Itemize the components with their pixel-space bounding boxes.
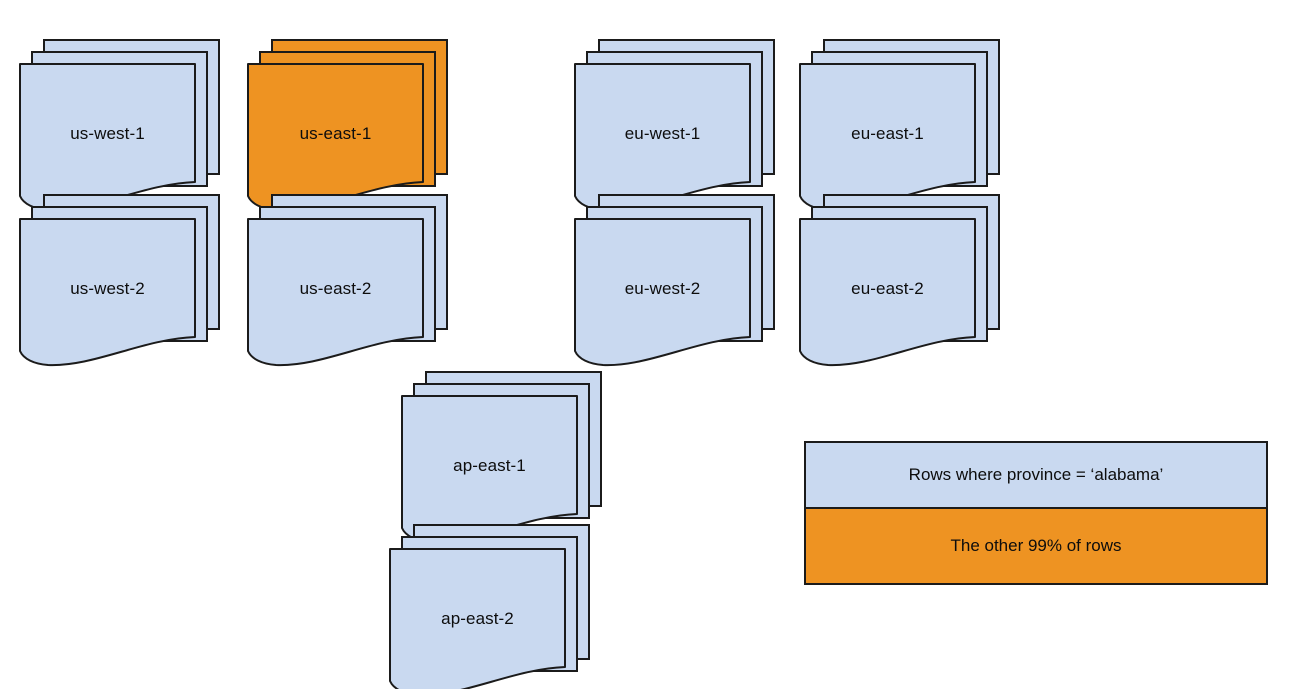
document-card (247, 63, 424, 212)
region-stack-eu-west-1[interactable]: eu-west-1 (574, 39, 785, 212)
legend-row-blue: Rows where province = ‘alabama’ (806, 443, 1266, 509)
document-stack-icon (247, 39, 448, 212)
region-stack-us-west-1[interactable]: us-west-1 (19, 39, 230, 212)
document-stack-icon (799, 39, 1000, 212)
document-stack-icon (19, 194, 220, 367)
document-stack-icon (19, 39, 220, 212)
document-card (799, 218, 976, 367)
document-card (574, 218, 751, 367)
document-stack-icon (389, 524, 590, 689)
region-stack-us-east-1[interactable]: us-east-1 (247, 39, 458, 212)
document-card (19, 218, 196, 367)
document-card (574, 63, 751, 212)
region-stack-ap-east-2[interactable]: ap-east-2 (389, 524, 600, 689)
region-stack-ap-east-1[interactable]: ap-east-1 (401, 371, 612, 544)
document-card (389, 548, 566, 689)
document-card (799, 63, 976, 212)
region-stack-us-west-2[interactable]: us-west-2 (19, 194, 230, 367)
legend-row-orange: The other 99% of rows (806, 509, 1266, 583)
region-stack-us-east-2[interactable]: us-east-2 (247, 194, 458, 367)
legend: Rows where province = ‘alabama’ The othe… (804, 441, 1268, 585)
document-stack-icon (574, 39, 775, 212)
document-stack-icon (401, 371, 602, 544)
region-stack-eu-east-1[interactable]: eu-east-1 (799, 39, 1010, 212)
document-stack-icon (799, 194, 1000, 367)
document-card (401, 395, 578, 544)
document-stack-icon (574, 194, 775, 367)
region-stack-eu-east-2[interactable]: eu-east-2 (799, 194, 1010, 367)
region-stack-eu-west-2[interactable]: eu-west-2 (574, 194, 785, 367)
legend-label-blue: Rows where province = ‘alabama’ (908, 465, 1164, 484)
document-stack-icon (247, 194, 448, 367)
document-card (247, 218, 424, 367)
document-card (19, 63, 196, 212)
legend-label-orange: The other 99% of rows (950, 536, 1122, 555)
